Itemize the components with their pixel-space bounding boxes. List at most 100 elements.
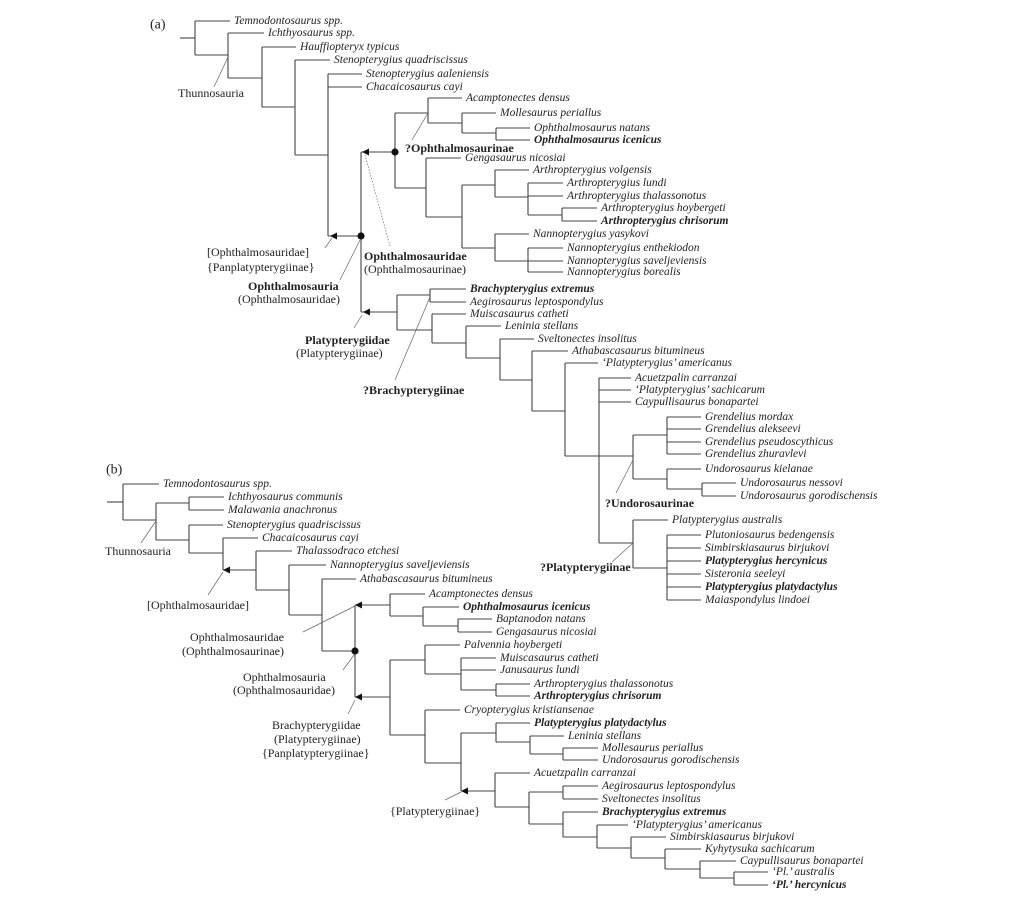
clade-label: ?Undorosaurinae — [605, 496, 695, 510]
taxon-label: Athabascasaurus bitumineus — [571, 345, 705, 357]
arrow-node-icon — [330, 232, 337, 240]
taxon-label: Arthropterygius chrisorum — [600, 215, 729, 227]
arrow-node-icon — [461, 787, 468, 795]
clade-label: (Ophthalmosauridae) — [238, 292, 340, 306]
taxon-label: Platypterygius hercynicus — [705, 555, 828, 567]
taxon-label: Arthropterygius thalassonotus — [566, 190, 707, 202]
leader-line — [324, 237, 333, 249]
leader-line — [207, 571, 224, 596]
taxon-label: ‘Platypterygius’ sachicarum — [635, 384, 765, 396]
taxon-label: Arthropterygius thalassonotus — [533, 678, 674, 690]
panel-b-label: (b) — [106, 463, 123, 478]
taxon-label: Simbirskiasaurus birjukovi — [670, 831, 794, 843]
taxon-label: Baptanodon natans — [496, 613, 586, 625]
taxon-label: Acuetzpalin carranzai — [533, 767, 636, 779]
leader-line — [411, 112, 429, 141]
taxon-label: Leninia stellans — [567, 730, 642, 742]
taxon-label: Janusaurus lundi — [500, 664, 580, 676]
taxon-label: Ophthalmosaurus natans — [534, 122, 650, 134]
taxon-label: Platypterygius australis — [671, 514, 783, 526]
taxon-label: Mollesaurus periallus — [601, 742, 704, 754]
taxon-label: Ichthyosaurus communis — [227, 491, 343, 503]
taxon-label: Gengasaurus nicosiai — [465, 152, 566, 164]
taxon-label: Undorosaurus gorodischensis — [740, 490, 878, 502]
taxon-label: Hauffiopteryx typicus — [299, 41, 400, 53]
taxon-label: Caypullisaurus bonapartei — [740, 855, 864, 867]
clade-label: ?Ophthalmosaurinae — [405, 141, 514, 155]
taxon-label: Brachypterygius extremus — [601, 806, 727, 818]
clade-label: [Ophthalmosauridae] — [147, 598, 249, 612]
taxon-label: Leninia stellans — [504, 320, 579, 332]
clade-label: Thunnosauria — [105, 544, 172, 558]
taxon-label: Malawania anachronus — [227, 504, 338, 516]
taxon-label: Arthropterygius volgensis — [532, 164, 652, 176]
arrow-node-icon — [223, 566, 230, 574]
taxon-label: Grendelius mordax — [705, 411, 794, 423]
taxon-label: Thalassodraco etchesi — [296, 545, 399, 557]
clade-label: {Platypterygiinae} — [390, 804, 480, 818]
taxon-label: Ophthalmosaurus icenicus — [463, 601, 591, 613]
taxon-label: Kyhytysuka sachicarum — [704, 843, 815, 855]
taxon-label: Nannopterygius yasykovi — [532, 228, 649, 240]
taxon-label: Aegirosaurus leptospondylus — [601, 780, 736, 792]
leader-line — [615, 459, 634, 494]
leader-line — [339, 239, 361, 281]
node-dot-icon — [391, 148, 399, 156]
clade-label: {Panplatypterygiinae} — [207, 260, 315, 274]
leader-line — [364, 154, 391, 247]
taxon-label: Acuetzpalin carranzai — [634, 372, 737, 384]
taxon-label: Grendelius zhuravlevi — [705, 448, 806, 460]
clade-label: (Ophthalmosaurinae) — [182, 644, 284, 658]
node-markers — [223, 148, 468, 795]
taxon-label: ‘Pl.’ hercynicus — [772, 879, 847, 891]
clade-label: {Panplatypterygiinae} — [262, 746, 370, 760]
taxon-label: Acamptonectes densus — [465, 92, 570, 104]
taxon-label: Sveltonectes insolitus — [538, 333, 637, 345]
taxon-label: Stenopterygius quadriscissus — [334, 54, 468, 66]
clade-label: Ophthalmosauridae — [364, 249, 467, 263]
taxon-label: Temnodontosaurus spp. — [234, 15, 343, 27]
clade-label: Platypterygiidae — [305, 333, 390, 347]
taxon-label: Nannopterygius borealis — [566, 266, 681, 278]
clade-label: Brachypterygiidae — [272, 718, 361, 732]
clade-label: ?Platypterygiinae — [540, 560, 631, 574]
taxon-label: Grendelius pseudoscythicus — [705, 436, 834, 448]
node-dot-icon — [357, 232, 365, 240]
taxon-label: Brachypterygius extremus — [469, 283, 595, 295]
taxon-label: Grendelius alekseevi — [705, 423, 801, 435]
leader-line — [394, 296, 431, 381]
leader-line — [213, 56, 229, 88]
taxon-label: Gengasaurus nicosiai — [496, 626, 597, 638]
taxon-label: Nannopterygius saveljeviensis — [329, 559, 470, 571]
clade-label: (Platypterygiinae) — [274, 732, 361, 746]
arrow-node-icon — [363, 308, 370, 316]
taxon-label: Sisteronia seeleyi — [705, 568, 785, 580]
taxon-label: Stenopterygius quadriscissus — [227, 519, 361, 531]
taxon-label: Palvennia hoybergeti — [463, 639, 562, 651]
labels: (a) (b) Temnodontosaurus spp.Ichthyosaur… — [105, 15, 878, 891]
taxon-label: ‘Pl.’ australis — [772, 866, 835, 878]
taxon-label: Undorosaurus gorodischensis — [602, 754, 740, 766]
leader-line — [140, 520, 157, 544]
taxon-label: Aegirosaurus leptospondylus — [469, 296, 604, 308]
clade-label: Ophthalmosauridae — [190, 630, 284, 644]
clade-label: Ophthalmosauria — [243, 670, 326, 684]
taxon-label: ‘Platypterygius’ americanus — [632, 819, 763, 831]
taxon-label: Temnodontosaurus spp. — [163, 478, 272, 490]
taxon-label: Nannopterygius enthekiodon — [566, 242, 700, 254]
leader-line — [347, 699, 356, 715]
taxon-label: Cryopterygius kristiansenae — [464, 704, 594, 716]
leader-line — [444, 791, 462, 801]
taxon-label: Platypterygius platydactylus — [534, 717, 667, 729]
taxon-label: Platypterygius platydactylus — [705, 581, 838, 593]
taxon-label: Chacaicosaurus cayi — [262, 532, 359, 544]
clade-label: (Ophthalmosauridae) — [233, 683, 335, 697]
clade-label: ?Brachypterygiinae — [363, 383, 465, 397]
taxon-label: Plutoniosaurus bedengensis — [704, 529, 835, 541]
clade-label: (Ophthalmosaurinae) — [364, 262, 466, 276]
taxon-label: Muiscasaurus catheti — [469, 308, 569, 320]
taxon-label: Simbirskiasaurus birjukovi — [705, 542, 829, 554]
taxon-label: Acamptonectes densus — [428, 588, 533, 600]
leader-lines — [140, 56, 634, 801]
